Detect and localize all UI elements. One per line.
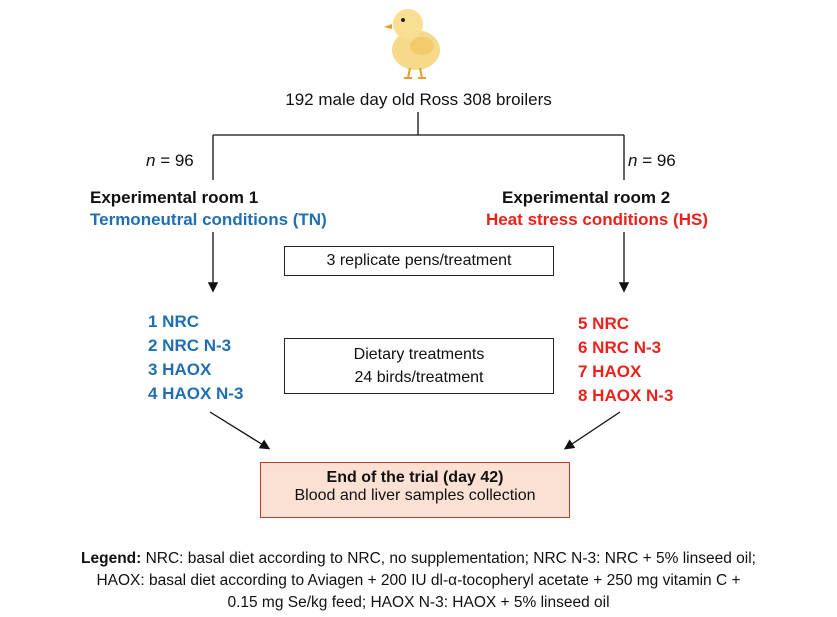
treatment-item: 8 HAOX N-3 [578, 386, 674, 405]
room1-condition: Termoneutral conditions (TN) [90, 210, 327, 229]
legend: Legend: NRC: basal diet according to NRC… [0, 548, 837, 614]
room2-title: Experimental room 2 [502, 188, 671, 207]
legend-line2: HAOX: basal diet according to Aviagen + … [96, 572, 741, 589]
right-end-arrow [563, 411, 621, 450]
legend-label: Legend: [81, 550, 142, 567]
n-left: n = 96 [146, 151, 194, 170]
left-end-arrow [209, 411, 271, 450]
tn-treatment-list: 1 NRC 2 NRC N-3 3 HAOX 4 HAOX N-3 [148, 310, 243, 406]
treatment-item: 6 NRC N-3 [578, 338, 662, 357]
chick-icon [384, 9, 440, 79]
legend-line1: Legend: NRC: basal diet according to NRC… [81, 550, 756, 567]
dietary-line1: Dietary treatments [353, 346, 485, 363]
replicates-box: 3 replicate pens/treatment [284, 246, 554, 276]
treatment-item: 2 NRC N-3 [148, 336, 232, 355]
treatment-item: 1 NRC [148, 312, 200, 331]
end-title: End of the trial (day 42) [326, 469, 504, 486]
end-box: End of the trial (day 42) Blood and live… [260, 462, 570, 518]
hs-treatment-list: 5 NRC 6 NRC N-3 7 HAOX 8 HAOX N-3 [578, 312, 673, 408]
treatment-item: 7 HAOX [578, 362, 642, 381]
dietary-box: Dietary treatments 24 birds/treatment [284, 338, 554, 394]
n-right: n = 96 [628, 151, 676, 170]
replicates-label: 3 replicate pens/treatment [326, 252, 512, 269]
room2-condition: Heat stress conditions (HS) [486, 210, 708, 229]
treatment-item: 5 NRC [578, 314, 630, 333]
treatment-item: 4 HAOX N-3 [148, 384, 244, 403]
dietary-line2: 24 birds/treatment [354, 369, 484, 386]
treatment-item: 3 HAOX [148, 360, 212, 379]
source-label: 192 male day old Ross 308 broilers [285, 90, 552, 109]
room1-title: Experimental room 1 [90, 188, 259, 207]
legend-line3: 0.15 mg Se/kg feed; HAOX N-3: HAOX + 5% … [227, 594, 610, 611]
end-subtitle: Blood and liver samples collection [294, 487, 536, 504]
